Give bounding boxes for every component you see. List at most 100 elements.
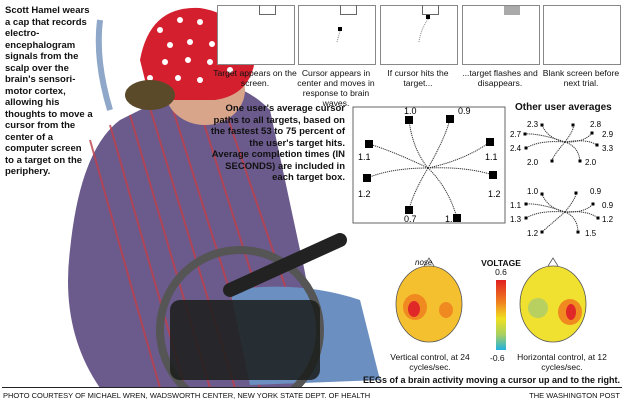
cursor-path	[408, 167, 429, 211]
cursor-path	[427, 167, 494, 176]
cursor-path	[541, 124, 566, 143]
diagram-frame	[352, 106, 506, 224]
target-marker	[571, 123, 575, 127]
step-caption-3: If cursor hits the target...	[387, 68, 449, 88]
target-marker	[405, 206, 413, 214]
target-marker	[550, 159, 554, 163]
target-marker	[574, 191, 578, 195]
completion-time: 0.9	[458, 106, 471, 116]
cursor-path	[541, 211, 566, 233]
cursor-path	[564, 140, 598, 146]
completion-time: 0.9	[590, 187, 602, 196]
target-marker	[578, 159, 582, 163]
step-screen-1	[217, 5, 295, 65]
target-marker	[576, 230, 580, 234]
cursor-path	[551, 141, 566, 162]
cursor-path	[525, 203, 566, 213]
target-marker	[524, 202, 528, 206]
target-marker	[595, 143, 599, 147]
cursor-path	[427, 141, 491, 169]
target-marker	[453, 214, 461, 222]
step-screen-2	[298, 5, 376, 65]
voltage-scale-bar	[496, 280, 506, 350]
completion-time: 2.7	[510, 130, 522, 139]
target-flash	[504, 6, 520, 15]
completion-time: 2.9	[602, 130, 614, 139]
cursor-path	[564, 124, 574, 143]
target-marker	[523, 132, 527, 136]
completion-time: 1.2	[602, 215, 614, 224]
nose-label: nose	[415, 258, 433, 267]
intro-caption: Scott Hamel wears a cap that records ele…	[5, 5, 93, 177]
voltage-title-text: VOLTAGE	[481, 258, 521, 268]
completion-time: 2.4	[510, 144, 522, 153]
completion-time: 2.8	[590, 120, 602, 129]
completion-time: 1.0	[527, 187, 539, 196]
step-caption-1: Target appears on the screen.	[213, 68, 297, 88]
cursor-path	[427, 167, 458, 219]
completion-time: 0.7	[404, 214, 417, 224]
target-marker	[590, 131, 594, 135]
step-screen-3	[380, 5, 458, 65]
cursor-path	[408, 119, 429, 169]
eeg-maps	[395, 257, 587, 350]
target-marker	[524, 216, 528, 220]
voltage-min: -0.6	[490, 353, 505, 363]
cursor-path	[564, 141, 581, 162]
completion-time: 1.5	[585, 229, 597, 238]
step-screen-4	[462, 5, 540, 65]
cursor-path	[336, 27, 342, 43]
completion-time: 1.2	[358, 189, 371, 199]
cursor-path	[524, 133, 566, 143]
target-marker	[489, 171, 497, 179]
paths-caption: One user's average cursor paths to all t…	[210, 103, 345, 183]
step-caption-4: ...target flashes and disappears.	[462, 68, 538, 88]
step-screen-5	[543, 5, 621, 65]
step-caption-5: Blank screen before next trial.	[542, 68, 620, 88]
completion-time: 1.3	[510, 215, 522, 224]
target-marker	[540, 192, 544, 196]
cursor-path	[564, 211, 579, 233]
target-marker	[540, 123, 544, 127]
completion-time: 3.3	[602, 144, 614, 153]
cursor-path	[564, 192, 577, 213]
completion-time: 1.0	[404, 106, 417, 116]
eeg-summary: EEGs of a brain activity moving a cursor…	[362, 375, 620, 385]
completion-time: 1.1	[510, 201, 522, 210]
target-marker	[365, 140, 373, 148]
target-box	[259, 5, 276, 15]
cursor-path	[368, 143, 429, 169]
eeg-head-horizontal	[519, 257, 587, 343]
other-title: Other user averages	[515, 102, 612, 113]
photo-credit: PHOTO COURTESY OF MICHAEL WREN, WADSWORT…	[3, 391, 371, 400]
cursor-path	[564, 203, 594, 213]
vertical-control-caption: Vertical control, at 24 cycles/sec.	[390, 352, 470, 372]
completion-time: 0.9	[602, 201, 614, 210]
completion-time: 1.1	[485, 152, 498, 162]
target-marker	[363, 174, 371, 182]
target-marker	[405, 116, 413, 124]
target-marker	[596, 216, 600, 220]
target-marker	[446, 115, 454, 123]
completion-time: 2.3	[527, 120, 539, 129]
cursor-path	[564, 132, 593, 143]
eeg-head-vertical	[395, 257, 463, 343]
footer-rule	[2, 387, 622, 388]
target-marker	[591, 202, 595, 206]
target-marker	[486, 138, 494, 146]
completion-time: 1.3	[445, 214, 458, 224]
cursor-path	[525, 141, 566, 149]
step-caption-2: Cursor appears in center and moves in re…	[297, 68, 375, 108]
source-label: THE WASHINGTON POST	[529, 391, 620, 400]
completion-time: 1.1	[358, 152, 371, 162]
cursor-path	[418, 15, 430, 43]
target-marker	[540, 230, 544, 234]
cursor-path	[541, 193, 566, 213]
completion-time: 1.2	[488, 189, 501, 199]
target-box	[340, 5, 357, 15]
voltage-max: 0.6	[495, 267, 507, 277]
